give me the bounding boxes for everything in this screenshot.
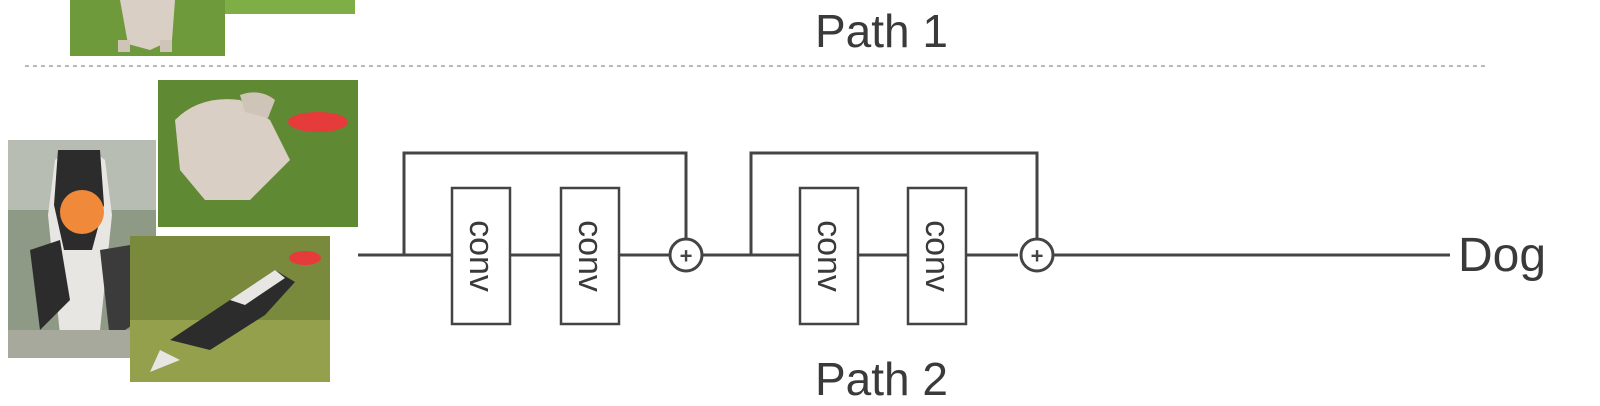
- add-node-2: +: [1019, 237, 1055, 273]
- conv-label: conv: [571, 220, 609, 292]
- path1-dog-photo: [70, 0, 355, 56]
- plus-sign: +: [1031, 244, 1044, 269]
- add-node-1: +: [668, 237, 704, 273]
- plus-sign: +: [680, 244, 693, 269]
- path2-label: Path 2: [815, 353, 948, 405]
- conv-label: conv: [462, 220, 500, 292]
- path2-dog-photos: [8, 80, 358, 382]
- output-label: Dog: [1458, 229, 1547, 282]
- conv-label: conv: [918, 220, 956, 292]
- skip-connection-2: [749, 151, 1039, 255]
- network-lines: [358, 151, 1450, 257]
- dog-running-photo: [130, 236, 330, 382]
- conv-block-3: conv: [798, 186, 860, 326]
- conv-block-1: conv: [450, 186, 512, 326]
- conv-label: conv: [810, 220, 848, 292]
- path1-label: Path 1: [815, 5, 948, 57]
- dog-jumping-frisbee-photo: [158, 80, 358, 227]
- conv-block-2: conv: [559, 186, 621, 326]
- skip-connection-1: [402, 151, 688, 255]
- conv-block-4: conv: [906, 186, 968, 326]
